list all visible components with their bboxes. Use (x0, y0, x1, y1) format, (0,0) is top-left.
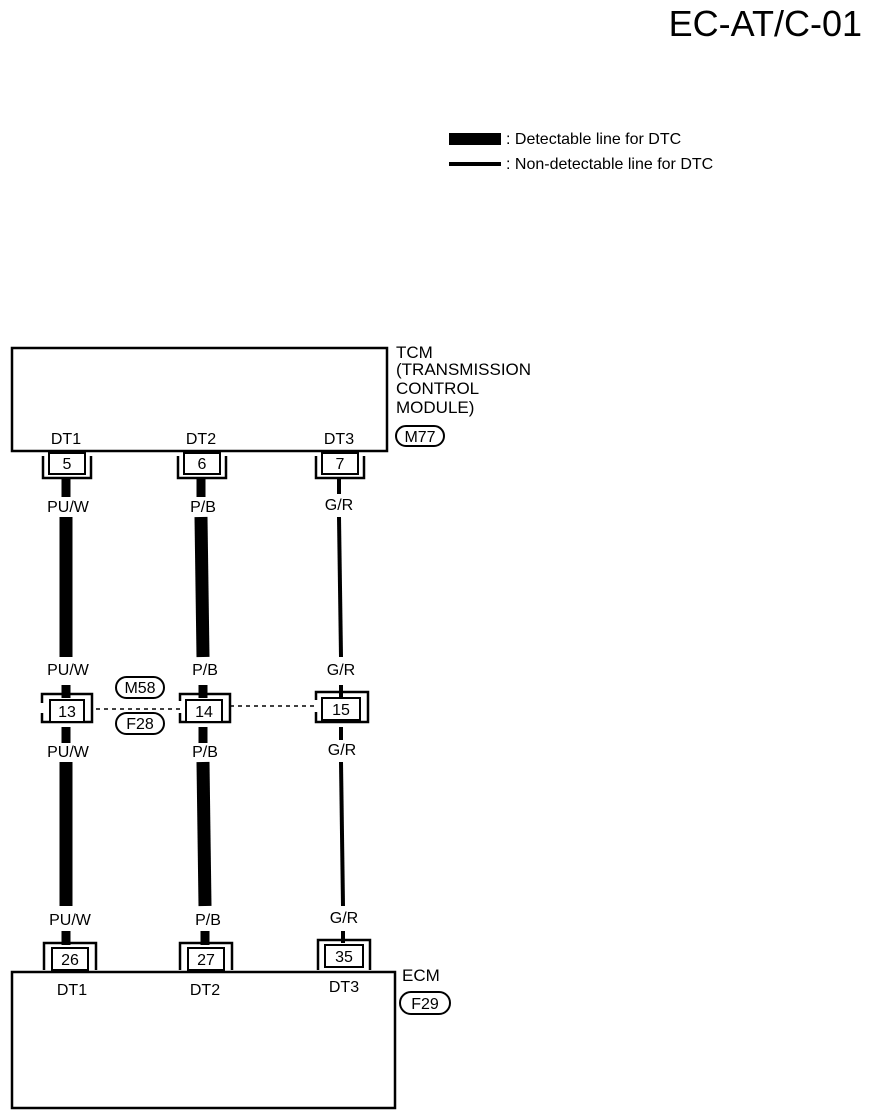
tcm-pin-7-number: 7 (336, 456, 345, 473)
ecm-pin-27-housing (178, 941, 234, 970)
joint-pin-15-housing (314, 690, 370, 724)
legend: : Detectable line for DTC : Non-detectab… (449, 131, 713, 173)
tcm-pin-label-dt1: DT1 (51, 431, 81, 448)
wire-dt3-color-3: G/R (328, 742, 356, 759)
wire-dt1-color-3: PU/W (47, 744, 90, 761)
tcm-module: TCM (TRANSMISSION CONTROL MODULE) M77 DT… (10, 343, 531, 453)
tcm-connector-id: M77 (404, 429, 435, 446)
ecm-connector: 26 27 35 (42, 938, 372, 971)
tcm-connector-id-badge (395, 425, 445, 447)
tcm-title-line-4: MODULE) (396, 398, 474, 417)
tcm-box (10, 346, 389, 453)
legend-detectable-swatch (449, 133, 501, 145)
wire-color-labels: PU/W PU/W PU/W PU/W P/B P/B P/B P/B G/R … (47, 497, 358, 929)
ecm-pin-27-number: 27 (197, 952, 215, 969)
legend-non-detectable-text: : Non-detectable line for DTC (506, 156, 713, 173)
wire-dt3-seg-b (337, 516, 343, 658)
joint-pin-13-box (49, 699, 85, 723)
wire-dt1-color-2: PU/W (47, 662, 90, 679)
tcm-title-line-2: (TRANSMISSION (396, 360, 531, 379)
tcm-pin-6-housing (176, 456, 228, 480)
joint-pin-15-box (321, 697, 361, 721)
wire-dt2-color-1: P/B (190, 499, 216, 516)
wire-dt2-seg-e (196, 761, 212, 907)
ecm-module: DT1 DT2 DT3 ECM F29 (10, 966, 451, 1110)
ecm-pin-35-housing (316, 938, 372, 970)
joint-pin-15-number: 15 (332, 702, 350, 719)
tcm-pin-5-box (48, 452, 86, 475)
tcm-pin-label-dt2: DT2 (186, 431, 216, 448)
tcm-pin-6-box (183, 452, 221, 475)
ecm-pin-26-box (51, 947, 89, 971)
joint-connector-id-1: M58 (124, 680, 155, 697)
joint-pin-14-box (185, 699, 223, 723)
wire-dt2-color-4: P/B (195, 912, 221, 929)
tcm-pin-5-housing (41, 456, 93, 480)
ecm-title: ECM (402, 966, 440, 985)
legend-detectable-text: : Detectable line for DTC (506, 131, 681, 148)
wire-dt2-color-2: P/B (192, 662, 218, 679)
ecm-pin-26-number: 26 (61, 952, 79, 969)
ecm-pin-label-dt3: DT3 (329, 979, 359, 996)
wire-dt3-seg-e (339, 761, 345, 907)
joint-pin-13-number: 13 (58, 704, 76, 721)
joint-pin-13-housing (40, 692, 94, 724)
tcm-title-line-1: TCM (396, 343, 433, 362)
ecm-pin-label-dt2: DT2 (190, 982, 220, 999)
wire-dt2-color-3: P/B (192, 744, 218, 761)
ecm-connector-id-badge (399, 991, 451, 1015)
tcm-pin-7-housing (314, 456, 366, 480)
ecm-pin-35-box (324, 944, 364, 968)
tcm-connector: 5 6 7 (41, 452, 366, 480)
page-code: EC-AT/C-01 (669, 3, 862, 44)
joint-pin-14-number: 14 (195, 704, 213, 721)
joint-connector-id-2: F28 (126, 716, 154, 733)
ecm-pin-26-housing (42, 941, 98, 970)
ecm-pin-label-dt1: DT1 (57, 982, 87, 999)
joint-connector-id-badge-1 (115, 676, 165, 699)
tcm-title-line-3: CONTROL (396, 379, 479, 398)
tcm-pin-6-number: 6 (198, 456, 207, 473)
ecm-connector-id: F29 (411, 996, 439, 1013)
ecm-pin-35-number: 35 (335, 949, 353, 966)
joint-pin-14-housing (178, 692, 232, 724)
ecm-box (10, 970, 397, 1110)
wire-dt2-seg-b (194, 516, 210, 658)
tcm-pin-5-number: 5 (63, 456, 72, 473)
tcm-pin-label-dt3: DT3 (324, 431, 354, 448)
wire-dt3-color-1: G/R (325, 497, 353, 514)
wire-dt3-color-2: G/R (327, 662, 355, 679)
wire-dt3-color-4: G/R (330, 910, 358, 927)
tcm-pin-7-box (321, 452, 359, 475)
joint-connector: 13 14 15 M58 F28 (40, 676, 370, 735)
wire-dt1-color-4: PU/W (49, 912, 92, 929)
joint-connector-id-badge-2 (115, 712, 165, 735)
wire-dt1-color-1: PU/W (47, 499, 90, 516)
ecm-pin-27-box (187, 947, 225, 971)
wires (59, 478, 345, 945)
legend-non-detectable-swatch (449, 162, 501, 166)
